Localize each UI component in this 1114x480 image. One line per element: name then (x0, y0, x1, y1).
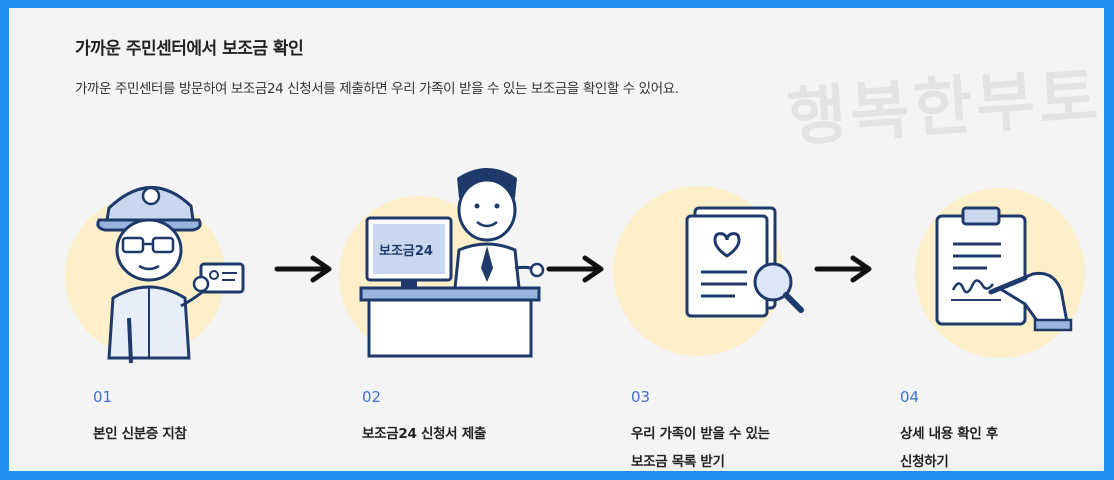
step-label-line1: 우리 가족이 받을 수 있는 (631, 426, 770, 442)
elderly-man-icon (96, 186, 245, 364)
step-2: 02 보조금24 신청서 제출 (362, 388, 582, 448)
clipboard-signature-icon (935, 206, 1073, 332)
monitor-text: 보조금24 (379, 244, 433, 259)
step-label-line2: 신청하기 (900, 454, 949, 470)
step-label-line2: 보조금 목록 받기 (631, 454, 725, 470)
step-number: 04 (900, 388, 920, 406)
step-number: 02 (362, 388, 382, 406)
step-label-line1: 본인 신분증 지참 (93, 426, 187, 442)
watermark-logo: 행복한부토 (785, 59, 1104, 156)
arrow-right-icon (546, 255, 604, 283)
step-label-line1: 상세 내용 확인 후 (900, 426, 999, 442)
section-subtitle: 가까운 주민센터를 방문하여 보조금24 신청서를 제출하면 우리 가족이 받을… (75, 81, 679, 97)
step-3: 03 우리 가족이 받을 수 있는 보조금 목록 받기 (631, 388, 851, 471)
arrow-right-icon (814, 255, 872, 283)
step-number: 03 (631, 388, 651, 406)
step-4: 04 상세 내용 확인 후 신청하기 (900, 388, 1104, 471)
step-number: 01 (93, 388, 113, 406)
section-title: 가까운 주민센터에서 보조금 확인 (75, 39, 304, 59)
arrow-right-icon (274, 255, 332, 283)
clerk-at-desk-icon (359, 168, 545, 358)
step-1: 01 본인 신분증 지참 (93, 388, 313, 448)
content-panel: 가까운 주민센터에서 보조금 확인 가까운 주민센터를 방문하여 보조금24 신… (9, 8, 1104, 471)
document-magnifier-icon (685, 206, 804, 318)
step-label-line1: 보조금24 신청서 제출 (362, 426, 486, 442)
